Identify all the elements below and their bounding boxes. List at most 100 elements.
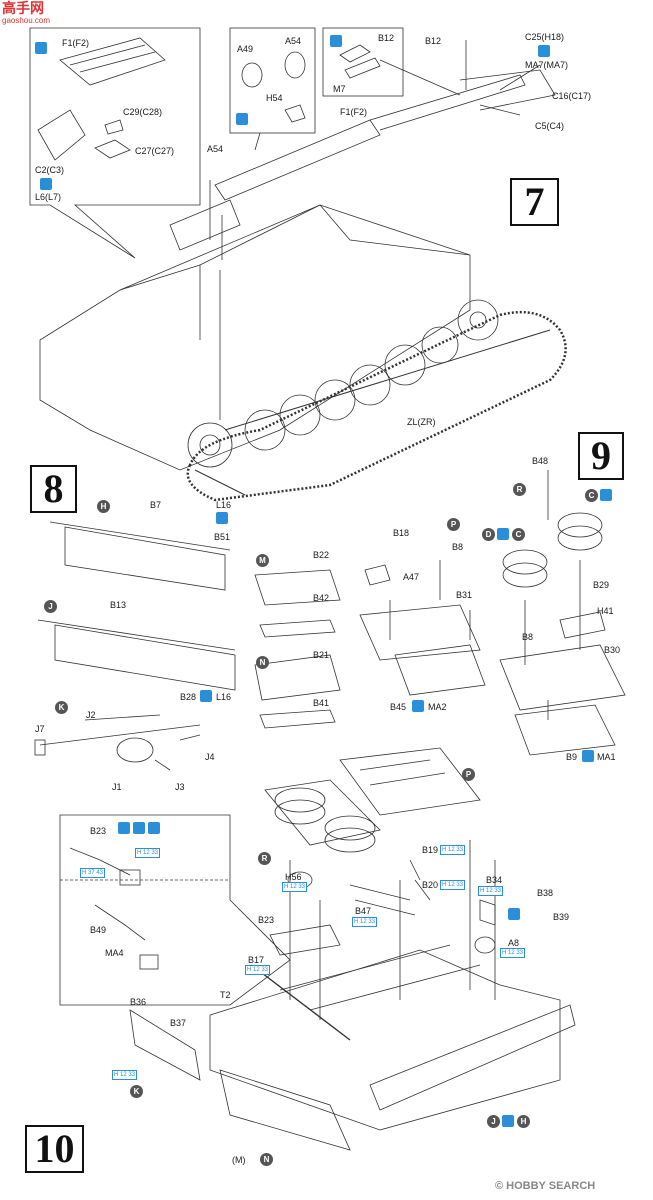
step10-idler-mount [219, 1069, 351, 1151]
step10-side-skirt [369, 1004, 576, 1111]
step8-side-skirt-h [49, 521, 231, 591]
step8-side-skirt-j [37, 619, 236, 691]
color-code-tag: H 12 33 [440, 845, 466, 855]
part-label: C16(C17) [552, 91, 592, 101]
part-label: B29 [593, 580, 610, 590]
subassembly-h-marker: H [517, 1115, 530, 1128]
color-code-tag: H 37 43 [80, 868, 106, 878]
part-label: (M) [232, 1155, 246, 1165]
subassembly-r-marker: R [513, 483, 526, 496]
part-label: J4 [205, 752, 215, 762]
part-label: J7 [35, 724, 45, 734]
part-label: B47 [355, 906, 372, 916]
copyright-symbol: © [495, 1180, 504, 1192]
part-label: B7 [150, 500, 162, 510]
color-code-tag: H 12 33 [112, 1070, 138, 1080]
engine-hatch [169, 199, 241, 251]
part-label: B23 [90, 826, 107, 836]
part-label: C5(C4) [535, 121, 565, 131]
part-label: A8 [508, 938, 520, 948]
part-label: B38 [537, 888, 554, 898]
step-7-label: 7 [524, 179, 545, 224]
part-label: B39 [553, 912, 570, 922]
part-label: J1 [112, 782, 122, 792]
step8-floor-p [359, 560, 486, 696]
color-code-tag: H 12 33 [352, 917, 378, 927]
part-label: B30 [604, 645, 621, 655]
part-label: A54 [207, 144, 224, 154]
color-code-tag: H 12 33 [135, 848, 161, 858]
alternate-parts-icon [200, 690, 212, 702]
part-label: J2 [86, 710, 96, 720]
hull-interior-icon [118, 822, 130, 834]
subassembly-k-marker: K [130, 1085, 143, 1098]
alternate-parts-icon [216, 512, 228, 524]
part-label: T2 [220, 990, 231, 1000]
alternate-parts-icon [412, 700, 424, 712]
part-label: A49 [237, 44, 254, 54]
part-label: B22 [313, 550, 330, 560]
part-label: MA2 [428, 702, 447, 712]
step8-idler-mount-n [254, 654, 341, 729]
color-code-tag: H 12 33 [478, 886, 504, 896]
color-code-tag: H 12 33 [282, 882, 308, 892]
subassembly-c-marker: C [512, 528, 525, 541]
part-label: J3 [175, 782, 185, 792]
part-label: B12 [378, 33, 395, 43]
part-label: ZL(ZR) [407, 417, 436, 427]
color-code-tag: H 12 33 [500, 948, 526, 958]
subassembly-h-marker: H [97, 500, 110, 513]
step10-hull-floor [129, 840, 576, 1151]
color-code-tag: H 12 33 [245, 965, 271, 975]
step-10-number: 10 [25, 1125, 84, 1173]
part-label: B9 [566, 752, 578, 762]
glue-icon [35, 42, 47, 54]
part-label: MA1 [597, 752, 616, 762]
part-label: B42 [313, 593, 330, 603]
hull-body-outline [39, 204, 471, 471]
part-label: B28 [180, 692, 197, 702]
alternate-parts-icon [40, 178, 52, 190]
part-label: B12 [425, 36, 442, 46]
step10-floor-plates [264, 747, 481, 853]
subassembly-k-marker: K [55, 701, 68, 714]
part-label: C29(C28) [123, 107, 163, 117]
watermark-top: 高手网 gaoshou.com [2, 0, 50, 25]
part-label: MA4 [105, 948, 124, 958]
part-label: B23 [258, 915, 275, 925]
part-label: B19 [422, 845, 439, 855]
part-label: B8 [522, 632, 534, 642]
subassembly-r-marker: R [258, 852, 271, 865]
subassembly-p-marker: P [462, 768, 475, 781]
alternate-parts-icon [497, 528, 509, 540]
part-label: B48 [532, 456, 549, 466]
subassembly-p-marker: P [447, 518, 460, 531]
paint-icon [148, 822, 160, 834]
step8-idler-mount-m [254, 569, 341, 638]
step9-floor-r [499, 470, 626, 756]
part-label: A47 [403, 572, 420, 582]
part-label: A54 [285, 36, 302, 46]
part-label: B37 [170, 1018, 187, 1028]
track-zl [186, 310, 567, 502]
part-label: B31 [456, 590, 473, 600]
step7-inset-commander-parts-panel [229, 27, 316, 134]
part-label: B34 [486, 875, 503, 885]
alternate-parts-icon [538, 45, 550, 57]
part-label: F1(F2) [62, 38, 89, 48]
step-9-label: 9 [591, 433, 611, 478]
watermark-bottom: © HOBBY SEARCH [495, 1180, 595, 1192]
part-label: L16 [216, 500, 232, 510]
part-label: B20 [422, 880, 439, 890]
subassembly-m-marker: M [256, 554, 269, 567]
part-label: L6(L7) [35, 192, 62, 202]
subassembly-d-marker: D [482, 528, 495, 541]
step-8-label: 8 [43, 466, 64, 511]
part-label: B45 [390, 702, 407, 712]
subassembly-n-marker: N [256, 656, 269, 669]
step-10-label: 10 [34, 1126, 75, 1171]
part-label: H56 [285, 872, 302, 882]
alternate-parts-icon [502, 1115, 514, 1127]
glue-icon [236, 113, 248, 125]
